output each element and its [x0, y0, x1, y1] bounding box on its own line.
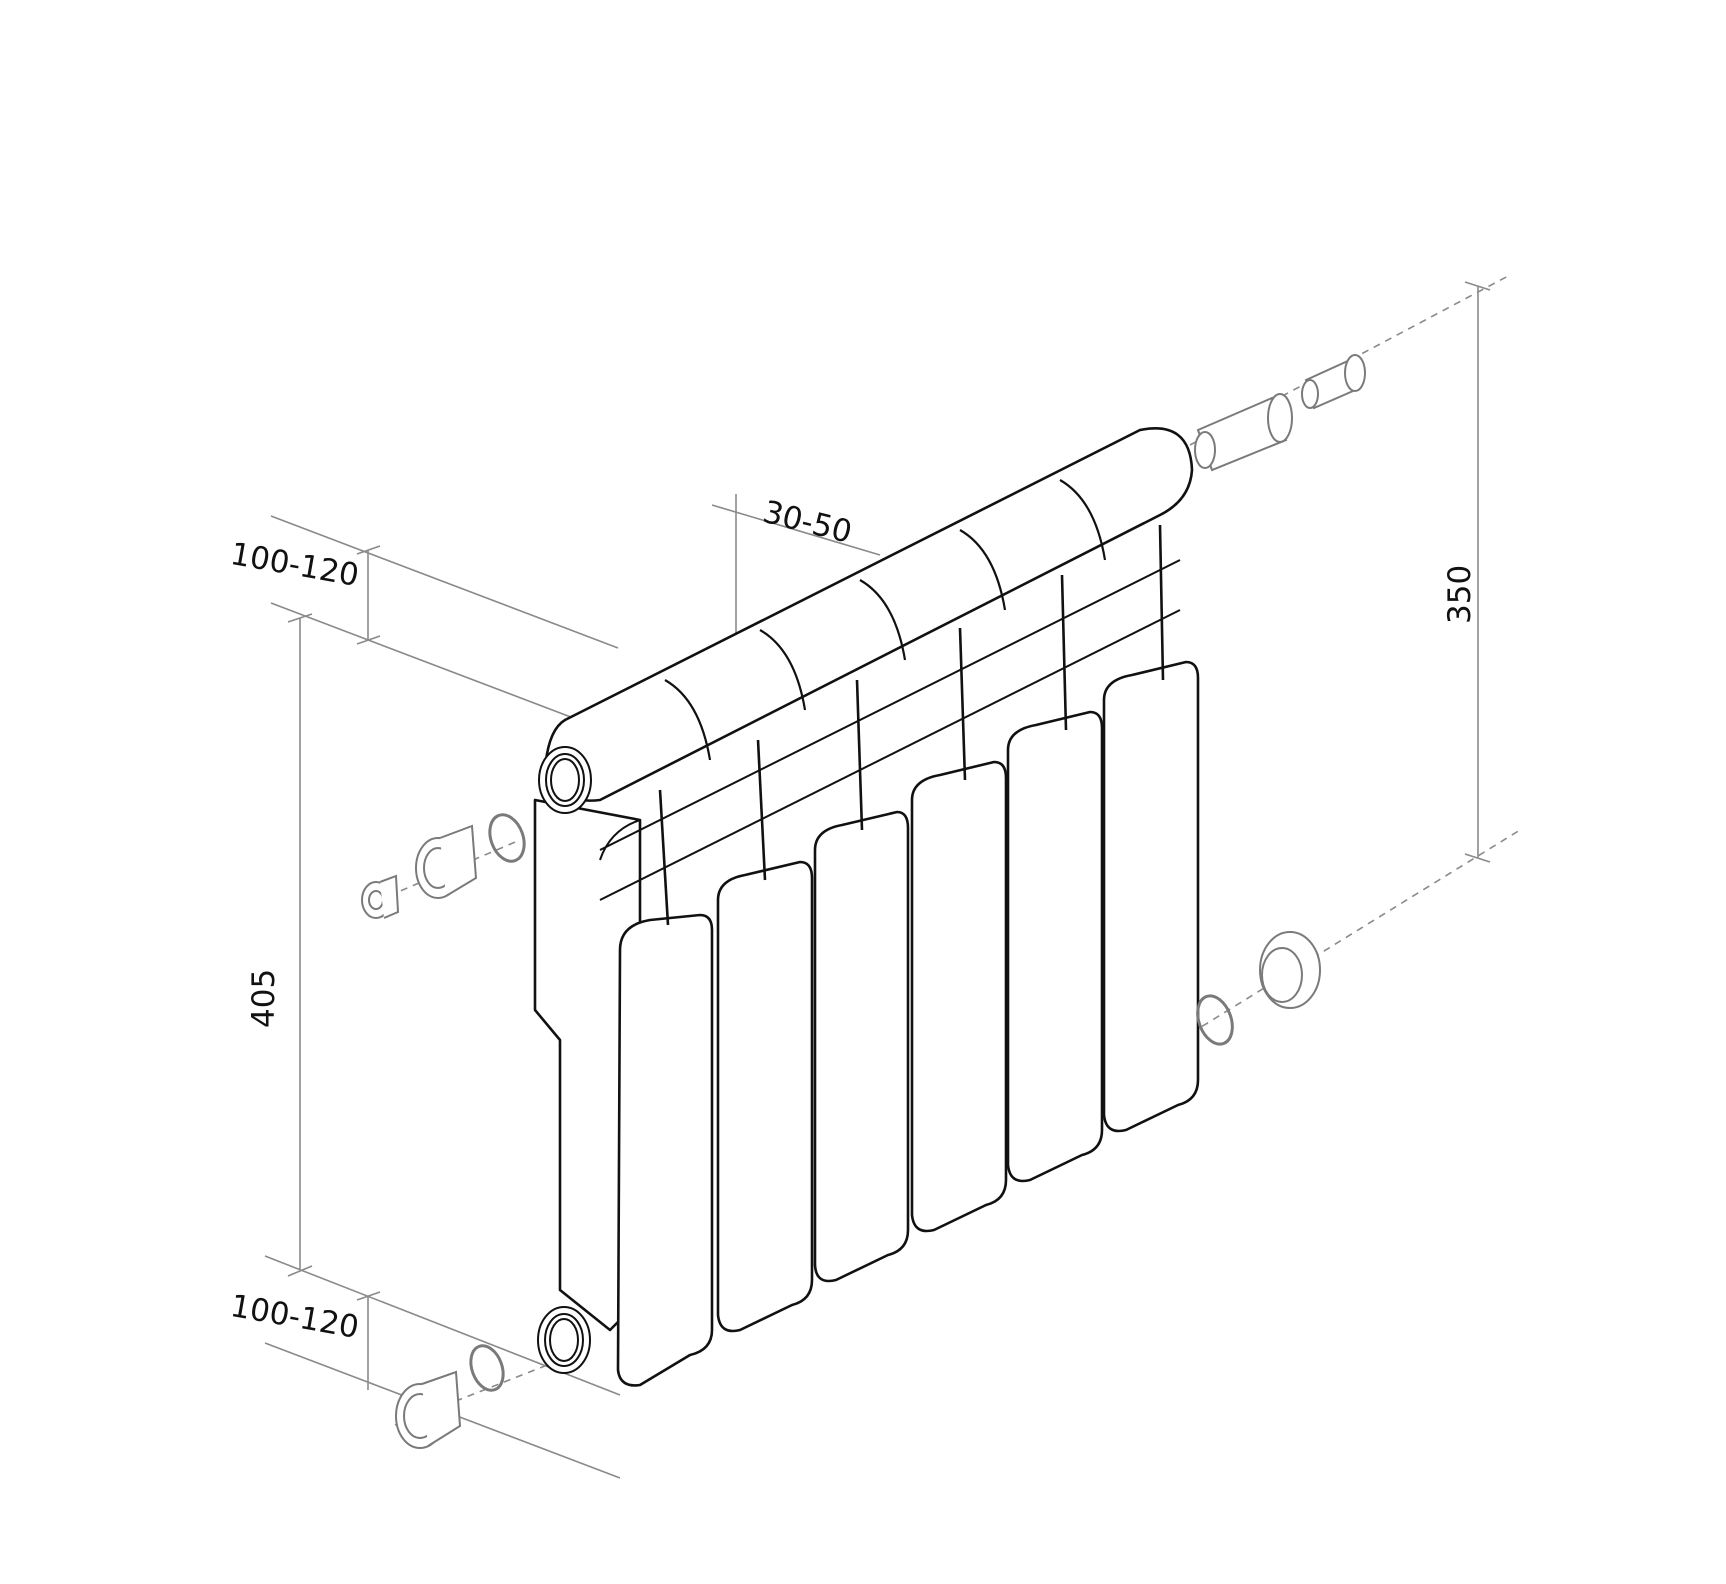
extension-nipple-top-right — [1194, 393, 1293, 472]
fittings — [361, 354, 1366, 1449]
reducer-plug-bottom-left — [395, 1370, 462, 1449]
adapter-top-right — [1301, 354, 1366, 410]
reducer-plug-top-left — [415, 824, 478, 899]
radiator-body — [533, 427, 1200, 1387]
threaded-inlets — [537, 746, 592, 1374]
gasket-top-left — [488, 813, 526, 863]
gasket-bottom-left — [469, 1344, 505, 1392]
gasket-bottom-right — [1196, 994, 1234, 1046]
reducer-bottom-right — [1259, 931, 1321, 1009]
dimension-label-overall-height: 405 — [246, 968, 282, 1028]
dimension-lines — [264, 281, 1491, 1479]
air-vent-plug — [361, 874, 400, 919]
dimension-label-center-distance: 350 — [1442, 564, 1478, 624]
